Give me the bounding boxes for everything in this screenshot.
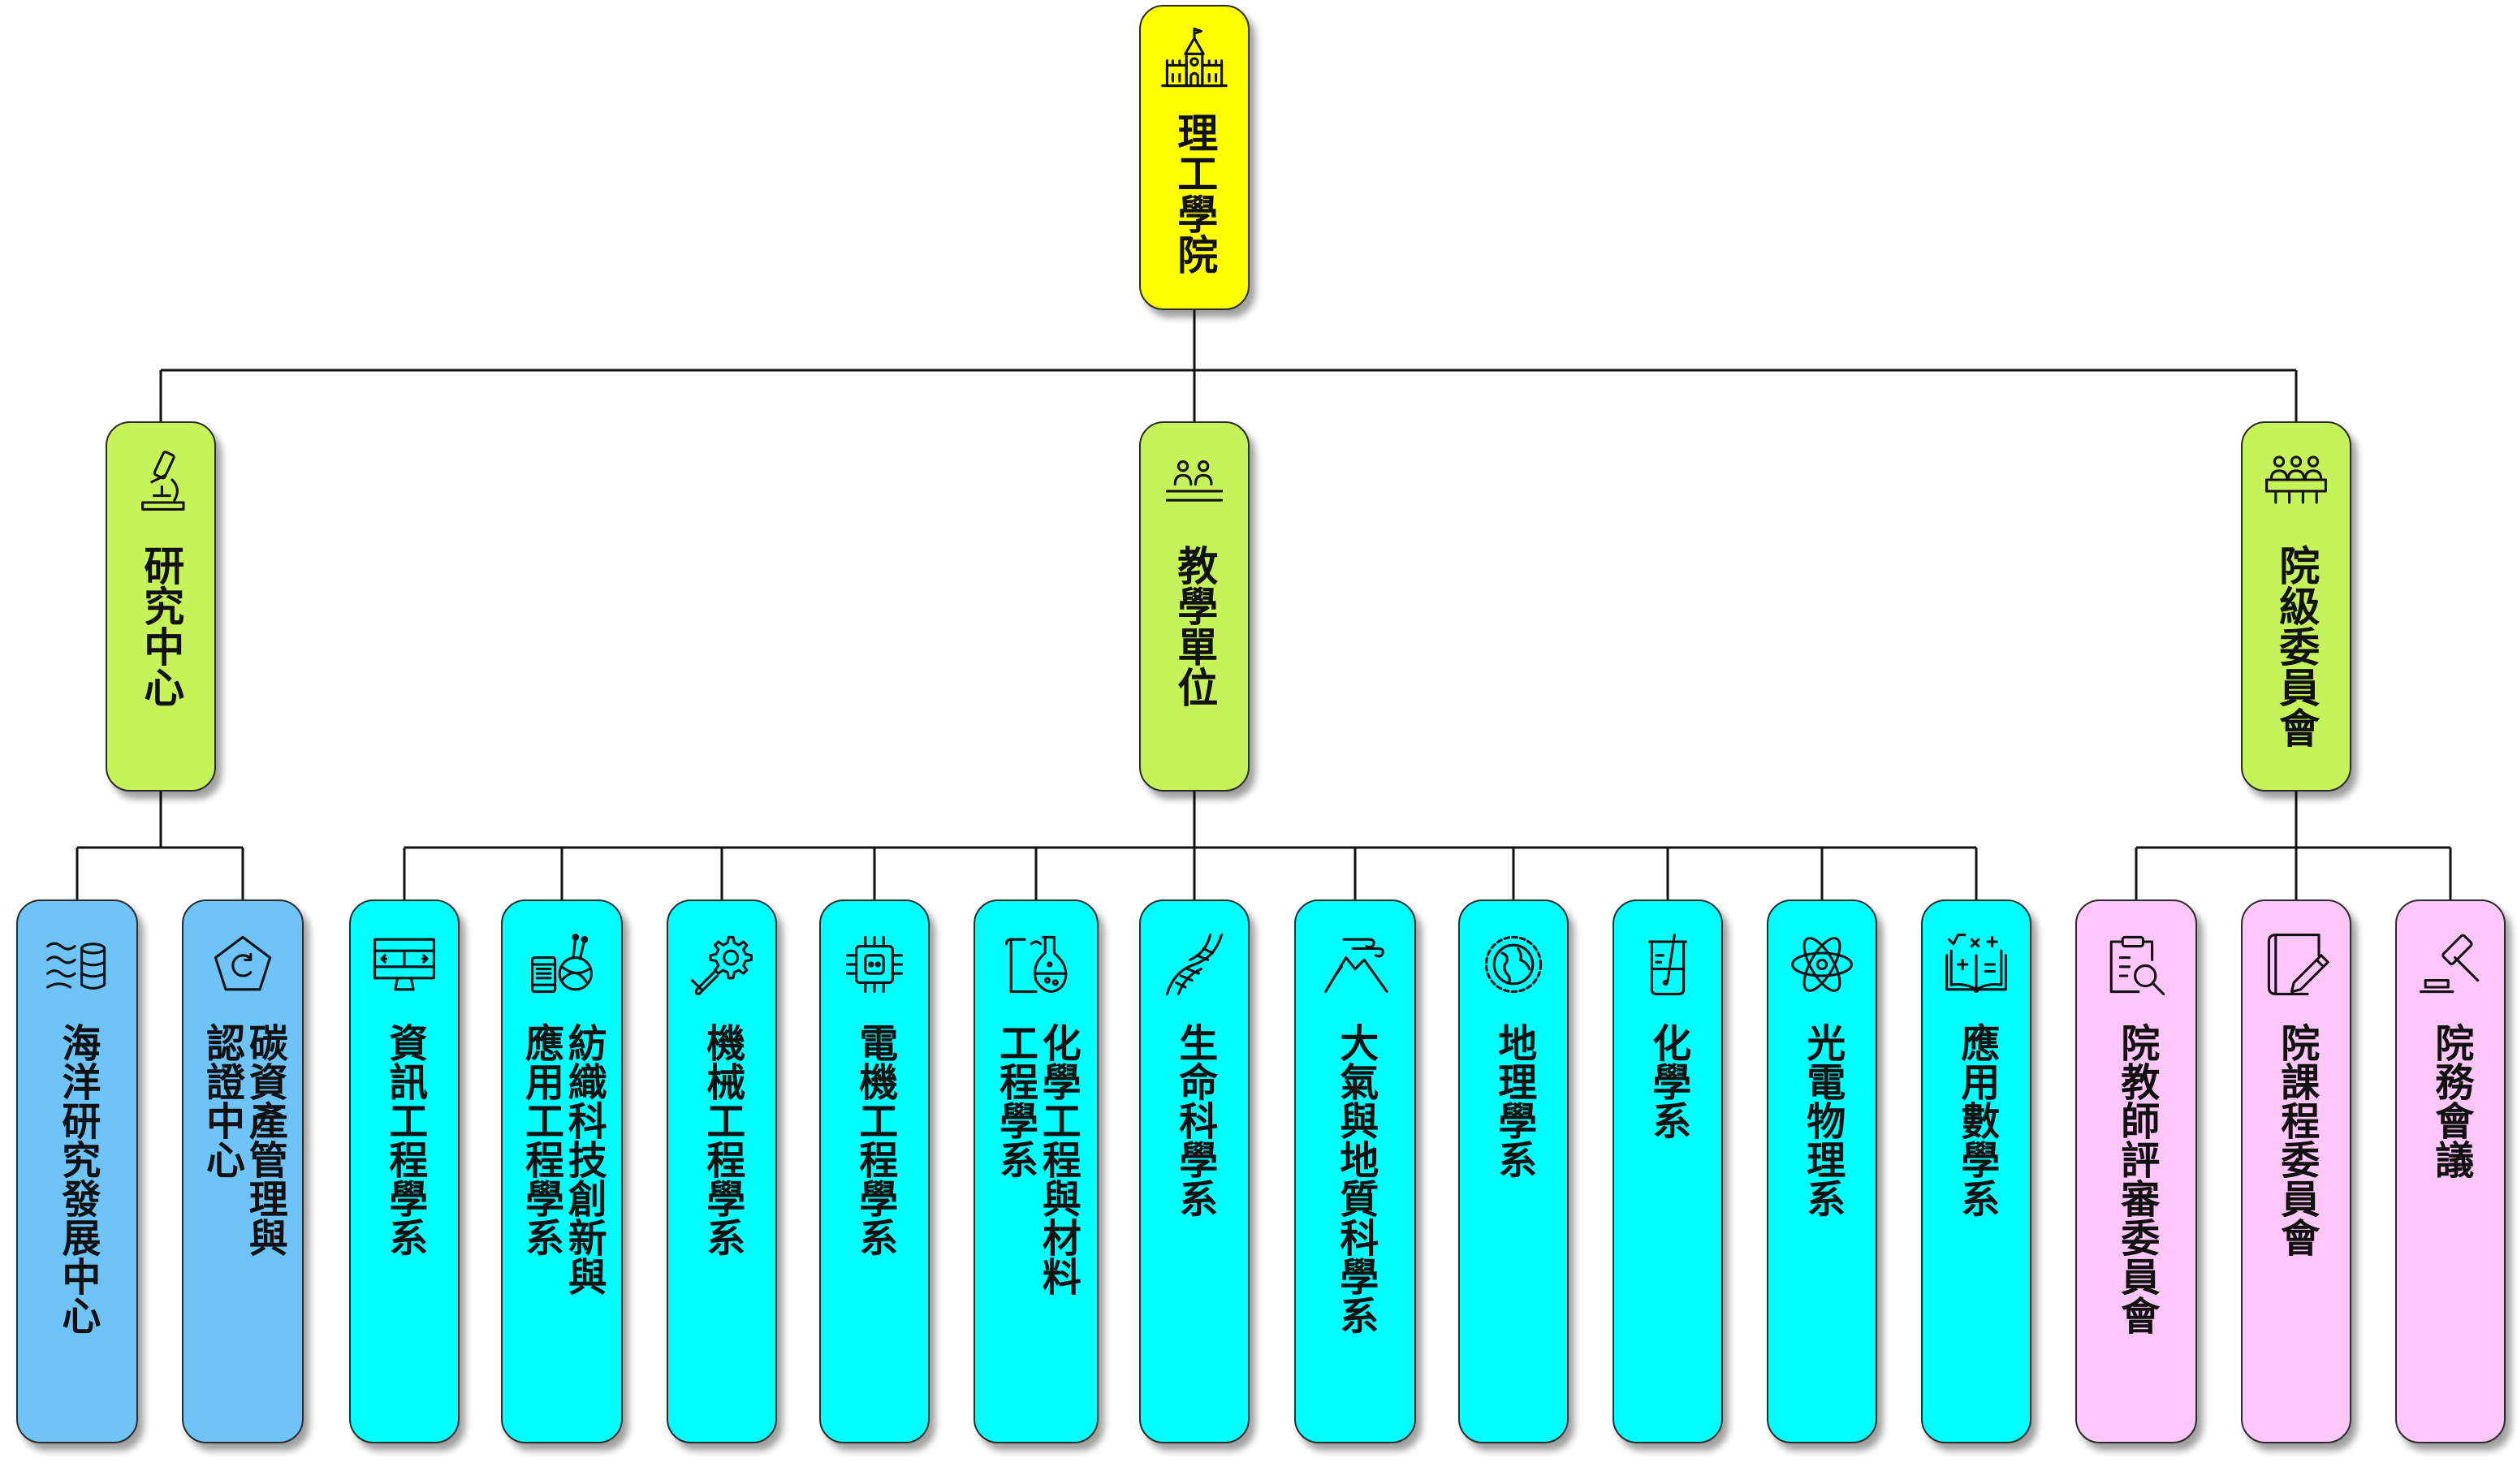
branch-committee[interactable]: 院級委員會 [2241,421,2351,792]
leaf-label: 碳資產管理與認證中心 [199,1023,287,1257]
leaf-chemical-materials[interactable]: 化學工程與材料工程學系 [974,899,1099,1443]
leaf-label: 紡織科技創新與應用工程學系 [518,1023,607,1296]
leaf-label: 院教師評審委員會 [2113,1023,2160,1335]
leaf-label: 海洋研究發展中心 [54,1023,101,1335]
leaf-college-affairs-meeting[interactable]: 院務會議 [2395,899,2506,1443]
yarn-spool-icon [528,930,596,999]
ocean-waves-icon [43,930,111,999]
leaf-chemistry[interactable]: 化學系 [1613,899,1723,1443]
leaf-atmospheric-geology[interactable]: 大氣與地質科學系 [1294,899,1416,1443]
leaf-faculty-review-committee[interactable]: 院教師評審委員會 [2075,899,2197,1443]
audience-icon [1160,446,1228,514]
branch-research[interactable]: 研究中心 [106,421,216,792]
branch-research-label: 研究中心 [137,545,185,707]
leaf-label: 化學工程與材料工程學系 [992,1023,1081,1296]
leaf-life-science[interactable]: 生命科學系 [1139,899,1250,1443]
flask-icon [1002,930,1070,999]
carbon-pentagon-icon [209,930,277,999]
leaf-label: 光電物理系 [1799,1023,1846,1218]
gavel-icon [2416,930,2485,999]
leaf-photonics-physics[interactable]: 光電物理系 [1767,899,1877,1443]
leaf-label: 地理學系 [1491,1023,1537,1179]
atom-icon [1788,930,1856,999]
leaf-label: 機械工程學系 [699,1023,745,1257]
dna-icon [1160,930,1228,999]
computer-screen-icon [370,930,438,999]
branch-teaching-label: 教學單位 [1171,545,1219,707]
university-building-icon [1160,24,1228,93]
branch-teaching[interactable]: 教學單位 [1139,421,1250,792]
beaker-icon [1634,930,1702,999]
leaf-mechanical[interactable]: 機械工程學系 [667,899,777,1443]
clipboard-search-icon [2102,930,2170,999]
branch-committee-label: 院級委員會 [2273,545,2321,748]
gear-wrench-icon [688,930,756,999]
leaf-applied-math[interactable]: 應用數學系 [1921,899,2031,1443]
root-label: 理工學院 [1171,112,1219,274]
leaf-csie[interactable]: 資訊工程學系 [349,899,460,1443]
microscope-icon [127,446,195,514]
leaf-label: 院課程委員會 [2273,1023,2320,1257]
leaf-label: 化學系 [1645,1023,1691,1140]
leaf-label: 生命科學系 [1172,1023,1218,1218]
globe-icon [1479,930,1548,999]
leaf-label: 大氣與地質科學系 [1332,1023,1379,1335]
root-node[interactable]: 理工學院 [1139,5,1250,310]
notebook-pen-icon [2262,930,2330,999]
leaf-geography[interactable]: 地理學系 [1458,899,1569,1443]
leaf-label: 應用數學系 [1954,1023,2000,1218]
leaf-electrical[interactable]: 電機工程學系 [819,899,930,1443]
leaf-carbon-asset-center[interactable]: 碳資產管理與認證中心 [182,899,304,1443]
leaf-label: 院務會議 [2428,1023,2474,1179]
leaf-curriculum-committee[interactable]: 院課程委員會 [2241,899,2351,1443]
leaf-label: 資訊工程學系 [382,1023,428,1257]
wind-mountain-icon [1321,930,1389,999]
leaf-label: 電機工程學系 [852,1023,898,1257]
math-book-icon [1942,930,2010,999]
microchip-icon [840,930,909,999]
committee-table-icon [2262,446,2330,514]
leaf-textile[interactable]: 紡織科技創新與應用工程學系 [501,899,623,1443]
leaf-ocean-research-center[interactable]: 海洋研究發展中心 [16,899,138,1443]
